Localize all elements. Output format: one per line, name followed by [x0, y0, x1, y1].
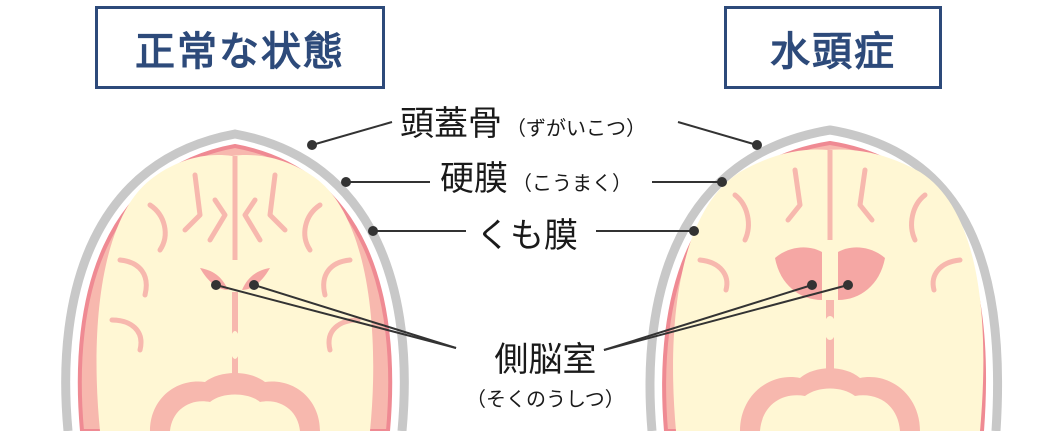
skull-label-text: 頭蓋骨 [400, 104, 502, 144]
skull-label-reading: （ずがいこつ） [506, 116, 646, 140]
skull-hydro [645, 125, 1003, 431]
ventricles-label-reading: （そくのうしつ） [466, 387, 625, 411]
arachnoid-label: くも膜 [476, 208, 578, 257]
skull-label: 頭蓋骨 （ずがいこつ） [400, 96, 646, 145]
normal-brain [61, 129, 409, 431]
dura-label-text: 硬膜 [440, 159, 508, 199]
skull-normal [61, 129, 409, 431]
hydrocephalus-title: 水頭症 [724, 6, 942, 89]
leader-lines [215, 121, 849, 351]
ventricles-label-text: 側脳室 [494, 340, 597, 380]
arachnoid-label-text: くも膜 [476, 216, 578, 256]
hydrocephalus-brain [645, 125, 1003, 431]
dura-label: 硬膜 （こうまく） [440, 151, 632, 200]
ventricles-label: 側脳室 （そくのうしつ） [466, 332, 625, 412]
dura-label-reading: （こうまく） [512, 171, 632, 195]
normal-state-title: 正常な状態 [95, 6, 385, 89]
leader-dots [211, 140, 853, 290]
ventricle-right-normal [242, 268, 270, 290]
ventricle-left-normal [200, 268, 228, 290]
